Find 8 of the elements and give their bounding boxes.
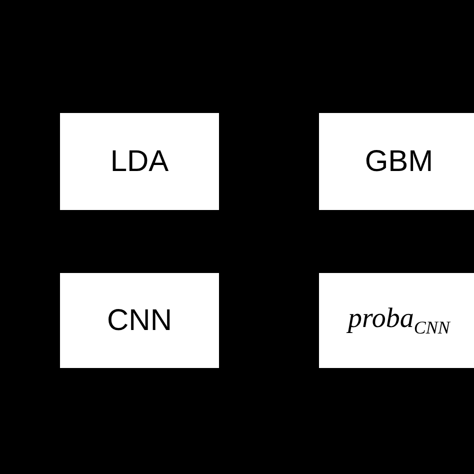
box-label: CNN — [107, 304, 172, 338]
model-box — [319, 113, 474, 210]
box-label: GBM — [364, 144, 434, 178]
model-box — [60, 113, 219, 210]
formula-label: proba$_{CNN}$ — [348, 302, 450, 338]
model-box — [60, 273, 219, 368]
model-box — [319, 273, 474, 368]
box-label: LDA — [110, 144, 169, 178]
